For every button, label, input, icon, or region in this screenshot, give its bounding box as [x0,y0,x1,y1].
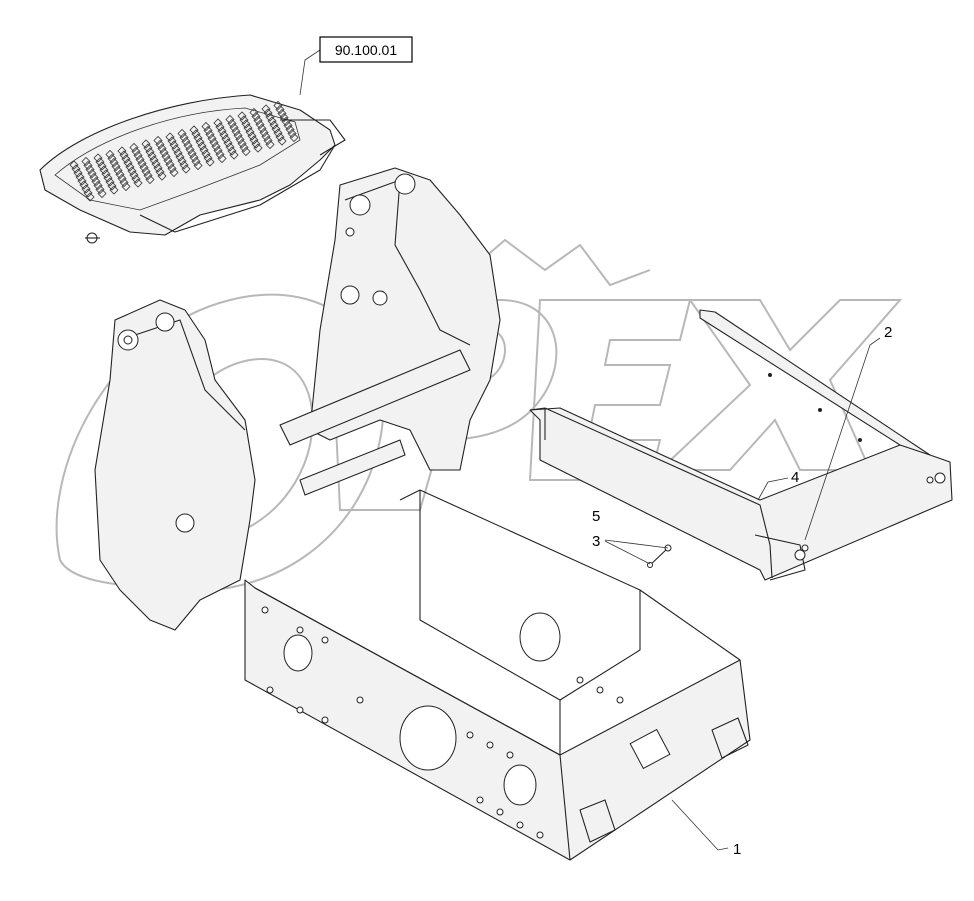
callout-1[interactable]: 1 [733,841,741,858]
leader-lines [299,49,881,851]
callout-4[interactable]: 4 [791,469,799,486]
mounting-studs [261,606,624,839]
callout-2[interactable]: 2 [884,324,892,341]
reference-box[interactable]: 90.100.01 [319,36,413,63]
callout-3[interactable]: 3 [592,533,600,550]
reference-label: 90.100.01 [335,42,397,58]
main-chassis-part-1 [94,167,751,861]
callout-5[interactable]: 5 [592,508,600,525]
grille-assembly [39,94,346,244]
bolt-washer [647,544,672,568]
grille-mesh [69,100,299,202]
rear-frame-part-2 [529,309,953,581]
